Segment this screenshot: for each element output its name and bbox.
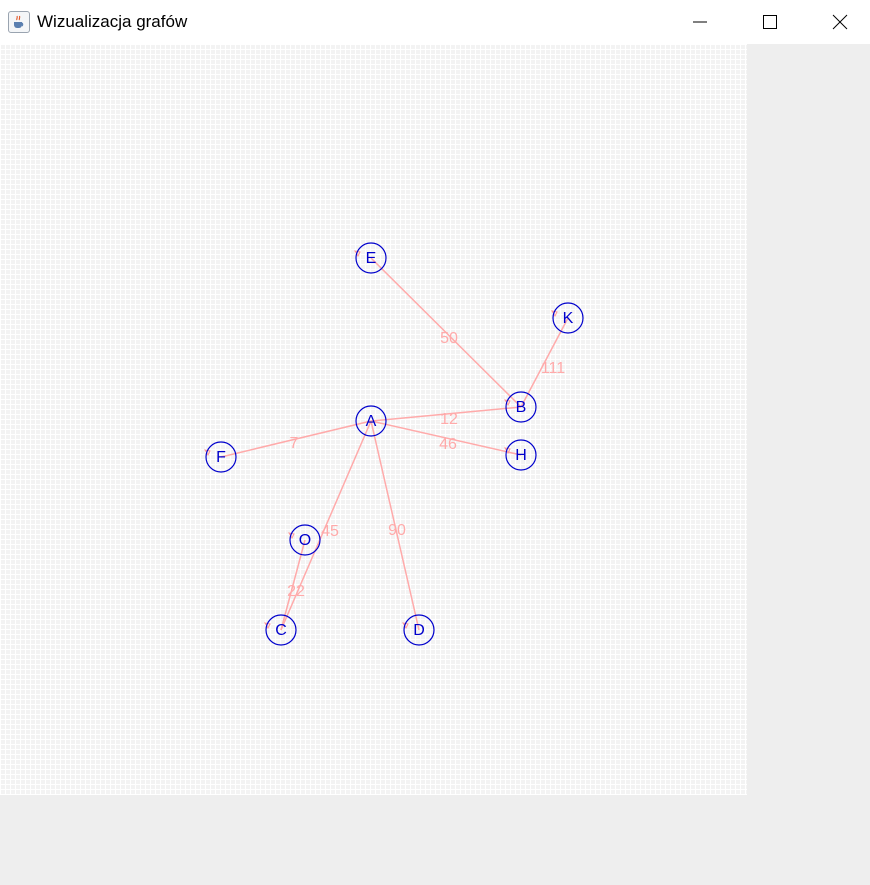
node-F[interactable]: F bbox=[205, 441, 237, 473]
edge-A-B: 12 bbox=[370, 399, 522, 428]
node-circle bbox=[265, 614, 297, 646]
edge-line bbox=[220, 420, 372, 458]
node-A[interactable]: A bbox=[355, 405, 387, 437]
window-title: Wizualizacja grafów bbox=[37, 12, 188, 31]
node-H[interactable]: H bbox=[505, 439, 537, 471]
edge-line bbox=[280, 420, 372, 631]
node-C[interactable]: C bbox=[265, 614, 297, 646]
edge-weight-label: 90 bbox=[388, 522, 406, 539]
edge-line bbox=[370, 257, 522, 408]
node-circle bbox=[355, 242, 387, 274]
node-circle bbox=[552, 302, 584, 334]
node-label: B bbox=[516, 399, 527, 416]
node-circle bbox=[403, 614, 435, 646]
node-label: E bbox=[366, 250, 377, 267]
edge-B-E: 50 bbox=[353, 250, 522, 408]
maximize-icon bbox=[763, 15, 777, 29]
edge-line bbox=[370, 406, 522, 422]
node-circle bbox=[289, 524, 321, 556]
edge-weight-label: 12 bbox=[440, 411, 458, 428]
graph-canvas[interactable]: 50 111 12 7 46 45 90 22 E K B A F H O C D bbox=[0, 44, 747, 795]
close-icon bbox=[832, 14, 848, 30]
edges-layer: 50 111 12 7 46 45 90 22 bbox=[203, 250, 569, 631]
node-label: K bbox=[563, 310, 574, 327]
node-circle bbox=[205, 441, 237, 473]
nodes-layer: E K B A F H O C D bbox=[205, 242, 584, 646]
edge-line bbox=[370, 420, 420, 631]
node-label: A bbox=[366, 413, 377, 430]
node-K[interactable]: K bbox=[552, 302, 584, 334]
edge-line bbox=[520, 317, 569, 408]
node-O[interactable]: O bbox=[289, 524, 321, 556]
node-label: D bbox=[413, 622, 425, 639]
graph-diagram: 50 111 12 7 46 45 90 22 E K B A F H O C D bbox=[203, 242, 584, 646]
java-cup-icon[interactable] bbox=[8, 11, 30, 33]
node-label: O bbox=[299, 532, 311, 549]
node-D[interactable]: D bbox=[403, 614, 435, 646]
maximize-button[interactable] bbox=[735, 0, 805, 44]
edge-A-D: 90 bbox=[370, 420, 420, 631]
minimize-icon bbox=[693, 21, 707, 23]
node-circle bbox=[505, 439, 537, 471]
edge-A-C: 45 bbox=[263, 420, 372, 631]
node-B[interactable]: B bbox=[505, 391, 537, 423]
minimize-button[interactable] bbox=[665, 0, 735, 44]
edge-weight-label: 22 bbox=[287, 583, 305, 600]
edge-line bbox=[370, 420, 522, 456]
node-circle bbox=[355, 405, 387, 437]
edge-weight-label: 50 bbox=[440, 330, 458, 347]
node-label: C bbox=[275, 622, 287, 639]
node-label: F bbox=[216, 449, 226, 466]
title-bar: Wizualizacja grafów bbox=[0, 0, 870, 44]
edge-weight-label: 45 bbox=[321, 523, 339, 540]
close-button[interactable] bbox=[805, 0, 870, 44]
edge-weight-label: 111 bbox=[541, 360, 565, 377]
node-circle bbox=[505, 391, 537, 423]
edge-weight-label: 46 bbox=[439, 436, 457, 453]
node-label: H bbox=[515, 447, 527, 464]
edge-B-K: 111 bbox=[520, 310, 569, 408]
edge-A-F: 7 bbox=[203, 420, 372, 458]
edge-weight-label: 7 bbox=[290, 435, 299, 452]
node-E[interactable]: E bbox=[355, 242, 387, 274]
